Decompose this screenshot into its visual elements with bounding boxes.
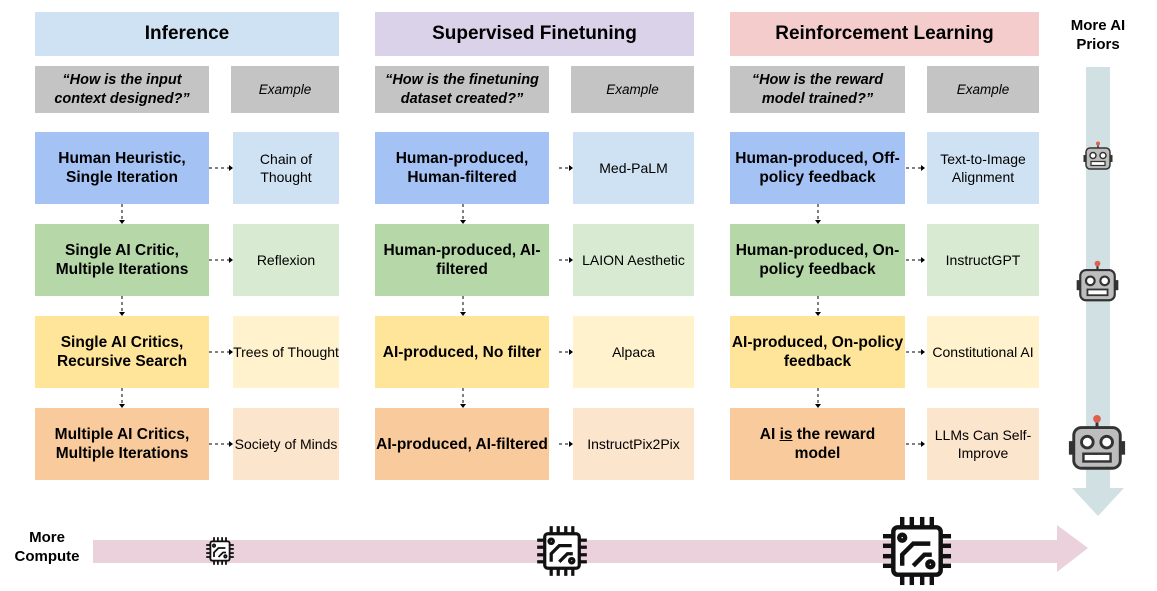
more-compute-label: More Compute (14, 529, 80, 565)
rl-question: “How is the reward model trained?” (730, 66, 905, 113)
inference-example-2: Reflexion (233, 224, 339, 296)
inference-row-2: Single AI Critic, Multiple Iterations (35, 224, 209, 296)
sft-row-3: AI-produced, No filter (375, 316, 549, 388)
robot-icon (1068, 414, 1126, 470)
robot-icon (1083, 141, 1113, 170)
sft-example-header: Example (571, 66, 694, 113)
rl-row-2: Human-produced, On-policy feedback (730, 224, 905, 296)
sft-example-4: InstructPix2Pix (573, 408, 694, 480)
more-compute-arrow (93, 525, 1088, 572)
inference-example-3: Trees of Thought (233, 316, 339, 388)
sft-row-1: Human-produced, Human-filtered (375, 132, 549, 204)
sft-question: “How is the finetuning dataset created?” (375, 66, 549, 113)
rl-example-header: Example (927, 66, 1039, 113)
rl-row-1: Human-produced, Off-policy feedback (730, 132, 905, 204)
rl-row-4-underlined: is (779, 426, 793, 443)
rl-example-3: Constitutional AI (927, 316, 1039, 388)
inference-example-1: Chain of Thought (233, 132, 339, 204)
sft-example-3: Alpaca (573, 316, 694, 388)
rl-example-2: InstructGPT (927, 224, 1039, 296)
rl-row-4-text-a: AI (759, 426, 780, 443)
dashed-connectors (121, 167, 921, 445)
inference-header: Inference (35, 12, 339, 56)
chip-icon (882, 516, 952, 586)
chip-icon (206, 537, 234, 565)
sft-example-2: LAION Aesthetic (573, 224, 694, 296)
rl-row-4-text-b: the reward model (792, 426, 876, 462)
rl-example-1: Text-to-Image Alignment (927, 132, 1039, 204)
inference-row-3: Single AI Critics, Recursive Search (35, 316, 209, 388)
inference-question: “How is the input context designed?” (35, 66, 209, 113)
rl-example-4: LLMs Can Self-Improve (927, 408, 1039, 480)
inference-row-4: Multiple AI Critics, Multiple Iterations (35, 408, 209, 480)
sft-example-1: Med-PaLM (573, 132, 694, 204)
inference-example-4: Society of Minds (233, 408, 339, 480)
robot-icon (1076, 260, 1119, 302)
sft-header: Supervised Finetuning (375, 12, 694, 56)
chip-icon (537, 526, 587, 576)
inference-example-header: Example (231, 66, 339, 113)
more-ai-priors-label: More AI Priors (1070, 17, 1126, 53)
rl-header: Reinforcement Learning (730, 12, 1039, 56)
sft-row-4: AI-produced, AI-filtered (375, 408, 549, 480)
inference-row-1: Human Heuristic, Single Iteration (35, 132, 209, 204)
sft-row-2: Human-produced, AI-filtered (375, 224, 549, 296)
rl-row-4: AI is the reward model (730, 408, 905, 480)
rl-row-3: AI-produced, On-policy feedback (730, 316, 905, 388)
